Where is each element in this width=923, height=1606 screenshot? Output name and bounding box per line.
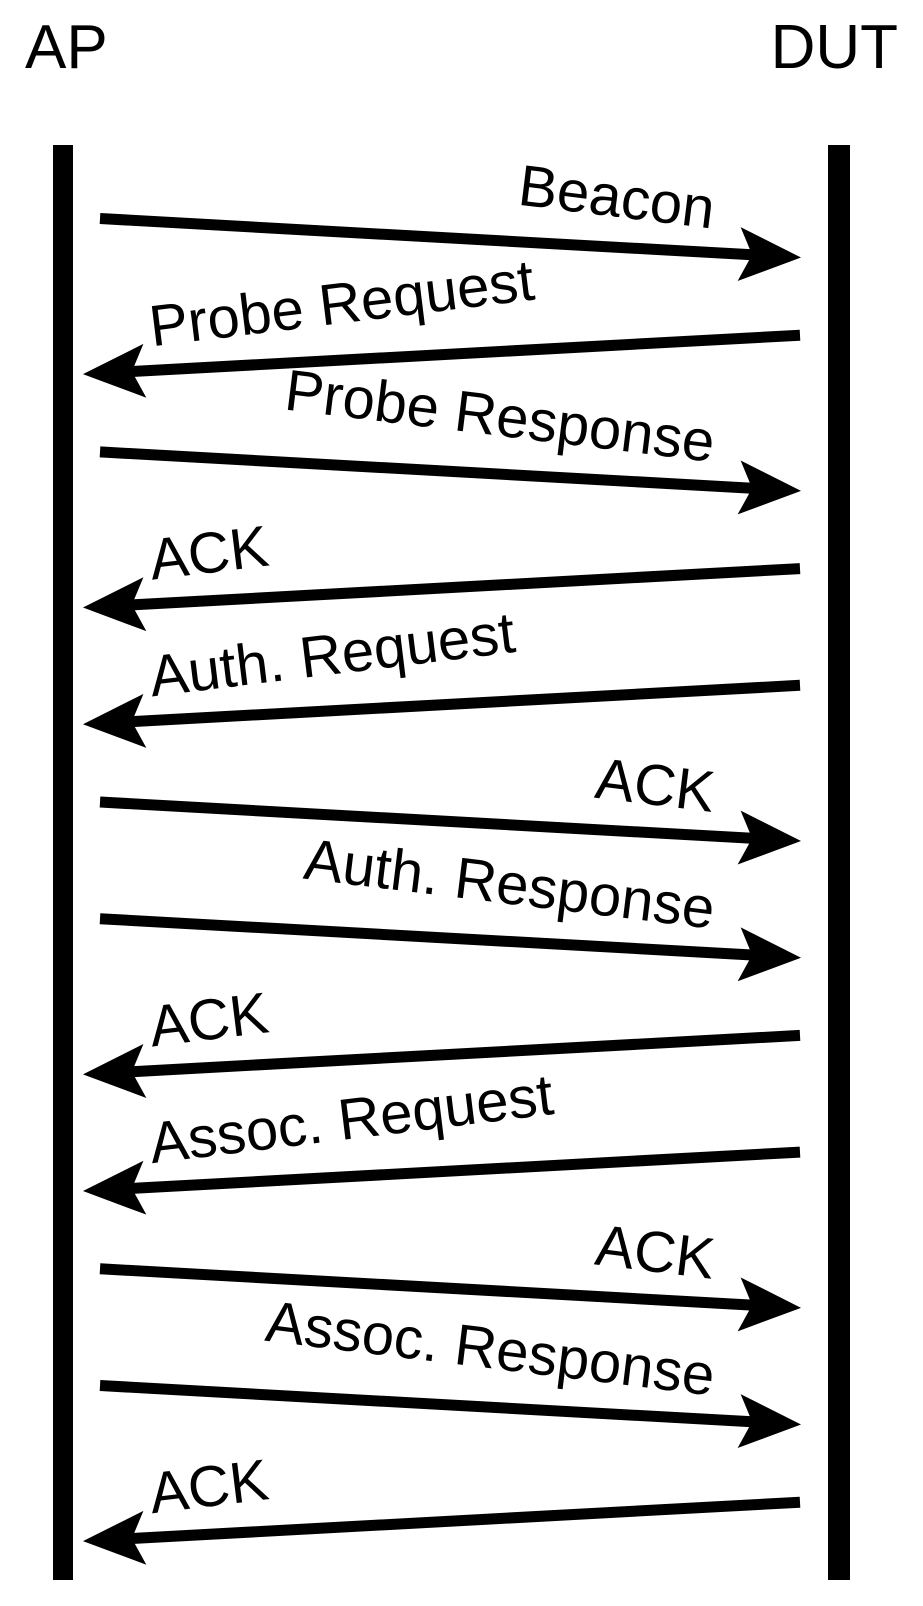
message-label: ACK (146, 1447, 273, 1526)
message-label: ACK (592, 1213, 719, 1292)
lifeline-ap (53, 145, 73, 1580)
actor-label-dut: DUT (771, 13, 898, 82)
message-label: Beacon (515, 153, 718, 241)
message-9-assoc-request: Assoc. Request (82, 1062, 801, 1215)
message-arrow-line (99, 213, 802, 282)
message-2-probe-request: Probe Request (82, 248, 801, 398)
message-arrow-line (82, 1146, 801, 1215)
message-arrow-line (99, 913, 802, 982)
message-label: Assoc. Request (146, 1062, 557, 1176)
message-12-ack: ACK (82, 1447, 801, 1565)
message-8-ack: ACK (82, 980, 801, 1098)
message-label: Probe Request (146, 248, 538, 360)
message-arrow-line (82, 329, 801, 398)
message-arrow-line (82, 563, 801, 632)
message-6-ack: ACK (99, 746, 802, 865)
message-arrow-line (99, 1380, 802, 1449)
message-label: Auth. Request (146, 600, 519, 709)
message-arrow-line (82, 1496, 801, 1565)
actor-label-ap: AP (25, 13, 108, 82)
message-1-beacon: Beacon (99, 153, 802, 282)
message-4-ack: ACK (82, 514, 801, 632)
message-arrow-line (99, 796, 802, 865)
message-label: ACK (146, 980, 273, 1059)
message-3-probe-response: Probe Response (99, 358, 802, 515)
message-11-assoc-response: Assoc. Response (99, 1289, 802, 1449)
message-label: Probe Response (282, 358, 719, 475)
message-arrow-line (82, 679, 801, 748)
message-arrow-line (99, 446, 802, 515)
message-7-auth-response: Auth. Response (99, 827, 802, 982)
message-label: ACK (146, 514, 273, 593)
message-5-auth-request: Auth. Request (82, 600, 801, 748)
message-arrow-line (82, 1029, 801, 1098)
message-label: Auth. Response (301, 827, 719, 942)
message-10-ack: ACK (99, 1213, 802, 1332)
message-arrow-line (99, 1263, 802, 1332)
lifeline-dut (828, 145, 850, 1580)
message-label: ACK (592, 746, 719, 825)
message-label: Assoc. Response (262, 1289, 718, 1409)
